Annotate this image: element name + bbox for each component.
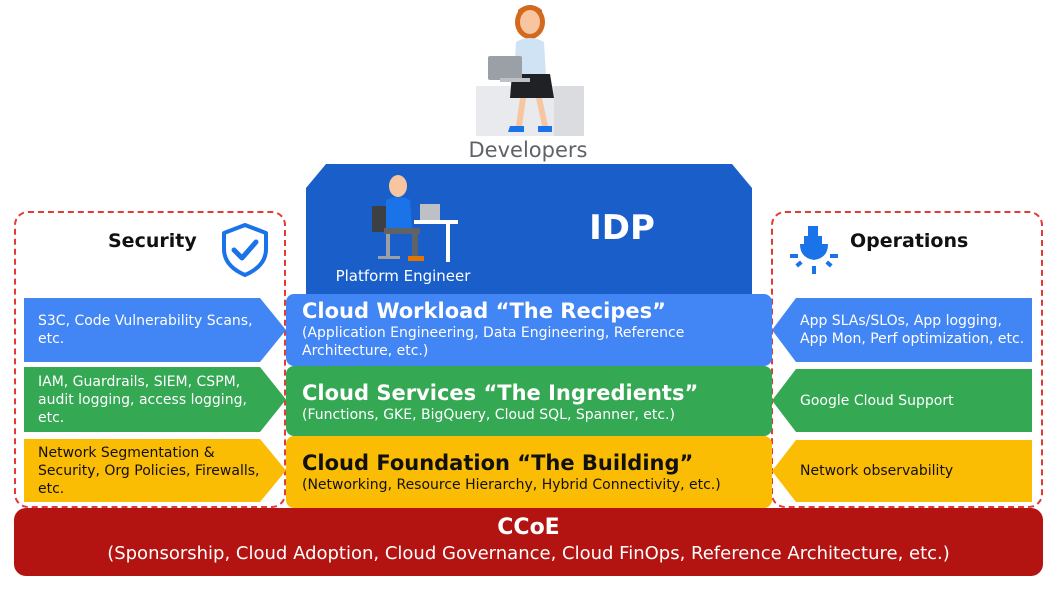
layer-workload-tag: “The Recipes”	[495, 299, 666, 323]
developers-label: Developers	[468, 138, 588, 162]
layer-cloud-services: Cloud Services “The Ingredients” (Functi…	[286, 366, 772, 436]
layer-cloud-foundation: Cloud Foundation “The Building” (Network…	[286, 436, 772, 508]
security-title: Security	[108, 230, 197, 252]
ccoe-block: CCoE (Sponsorship, Cloud Adoption, Cloud…	[14, 508, 1043, 576]
operations-panel	[771, 211, 1043, 508]
operations-title: Operations	[850, 230, 969, 252]
layer-workload-desc: (Application Engineering, Data Engineeri…	[302, 325, 685, 359]
ccoe-title: CCoE	[497, 515, 560, 540]
security-arrow-workload	[24, 298, 286, 362]
platform-engineer-desk-icon	[372, 175, 458, 262]
idp-title: IDP	[589, 208, 655, 248]
layer-services-tag: “The Ingredients”	[483, 381, 699, 405]
layer-foundation-desc: (Networking, Resource Hierarchy, Hybrid …	[302, 477, 721, 493]
security-arrow-services	[24, 367, 286, 432]
layer-foundation-tag: “The Building”	[517, 451, 694, 475]
layer-foundation-title: Cloud Foundation	[302, 451, 510, 475]
security-panel	[14, 211, 286, 508]
idp-block	[306, 164, 752, 302]
shield-check-icon	[222, 223, 268, 277]
layer-services-title: Cloud Services	[302, 381, 477, 405]
operations-arrow-foundation	[772, 440, 1032, 502]
operations-item-workload: App SLAs/SLOs, App logging, App Mon, Per…	[800, 313, 1025, 347]
layer-cloud-workload: Cloud Workload “The Recipes” (Applicatio…	[286, 294, 772, 366]
platform-engineer-label: Platform Engineer	[335, 267, 471, 285]
operations-arrow-services	[772, 369, 1032, 432]
security-item-foundation: Network Segmentation & Security, Org Pol…	[38, 444, 260, 497]
operations-arrow-workload	[772, 298, 1032, 362]
lightbulb-icon	[790, 226, 838, 274]
operations-item-foundation: Network observability	[800, 463, 954, 479]
ccoe-subtitle: (Sponsorship, Cloud Adoption, Cloud Gove…	[107, 543, 950, 564]
security-item-workload: S3C, Code Vulnerability Scans, etc.	[38, 313, 253, 347]
developer-woman-laptop-icon	[476, 5, 584, 136]
operations-item-services: Google Cloud Support	[800, 392, 954, 409]
security-arrow-foundation	[24, 439, 286, 502]
layer-workload-title: Cloud Workload	[302, 299, 489, 323]
security-item-services: IAM, Guardrails, SIEM, CSPM, audit loggi…	[38, 373, 247, 426]
layer-services-desc: (Functions, GKE, BigQuery, Cloud SQL, Sp…	[302, 407, 675, 423]
